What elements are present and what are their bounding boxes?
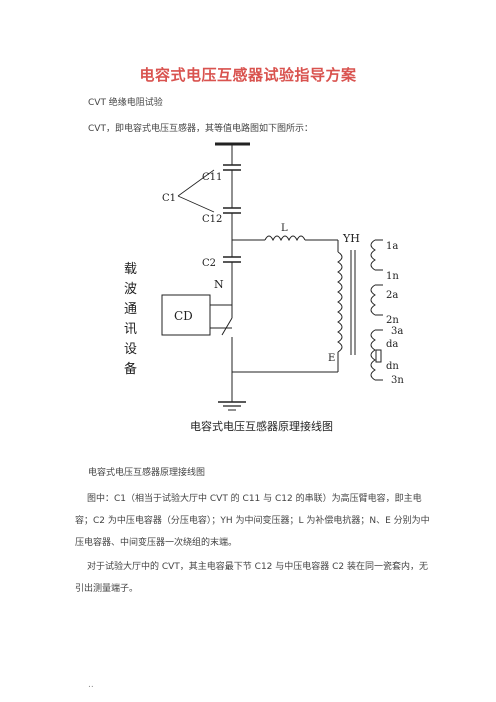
- label-2a: 2a: [386, 290, 398, 301]
- label-dn: dn: [386, 361, 399, 372]
- label-c11: C11: [202, 172, 222, 183]
- label-3n: 3n: [391, 375, 404, 386]
- side-label-char: 波: [124, 282, 137, 297]
- label-1n: 1n: [386, 271, 399, 282]
- footer-mark: ..: [88, 680, 94, 690]
- side-label-char: 讯: [124, 322, 137, 337]
- paragraph-c12-c2: 对于试验大厅中的 CVT，其主电容最下节 C12 与中压电容器 C2 装在同一瓷…: [75, 562, 428, 594]
- label-2n: 2n: [386, 315, 399, 326]
- label-n: N: [214, 278, 224, 291]
- label-da: da: [386, 339, 398, 350]
- section-heading: CVT 绝缘电阻试验: [88, 98, 163, 108]
- page-title: 电容式电压互感器试验指导方案: [139, 66, 357, 84]
- label-c1: C1: [162, 193, 176, 204]
- label-1a: 1a: [386, 241, 398, 252]
- label-yh: YH: [342, 232, 360, 245]
- label-c2: C2: [202, 258, 216, 269]
- side-label-char: 载: [124, 262, 137, 277]
- label-e: E: [328, 353, 335, 364]
- label-l: L: [281, 223, 288, 234]
- figure-caption-text: 电容式电压互感器原理接线图: [88, 468, 206, 478]
- side-label-char: 设: [124, 342, 137, 357]
- label-c12: C12: [202, 214, 222, 225]
- cvt-circuit-diagram: C11 C1 C12 C2 L YH N CD E 1a 1n 2a 2n 3a…: [124, 142, 404, 433]
- side-label-char: 通: [124, 302, 137, 317]
- side-label-char: 备: [124, 361, 137, 377]
- figure-caption: 电容式电压互感器原理接线图: [190, 419, 333, 433]
- label-3a: 3a: [391, 326, 403, 337]
- label-cd: CD: [174, 309, 193, 323]
- paragraph-components: 图中：C1（相当于试验大厅中 CVT 的 C11 与 C12 的串联）为高压臂电…: [75, 494, 430, 548]
- intro-text: CVT，即电容式电压互感器，其等值电路图如下图所示：: [88, 124, 313, 134]
